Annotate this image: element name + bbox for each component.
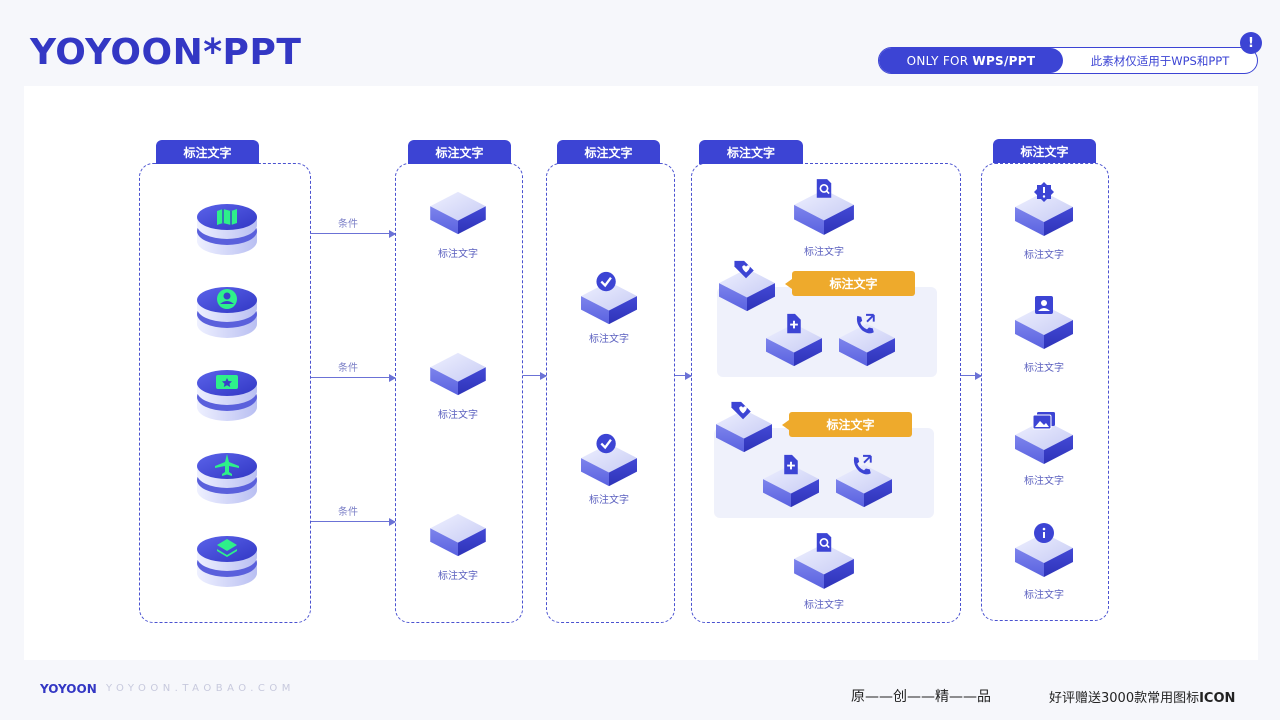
airplane-icon — [195, 452, 259, 508]
alert-icon: ! — [1240, 32, 1262, 54]
status-label: 标注文字 — [1024, 250, 1064, 261]
footer-brand: YOYOON — [40, 682, 97, 696]
column-5-box — [981, 163, 1109, 621]
column-4-tab: 标注文字 — [699, 140, 803, 164]
phone-call-icon — [839, 313, 895, 367]
page-title: YOYOON*PPT — [30, 32, 302, 73]
ticket-icon — [195, 369, 259, 425]
column-3-box — [546, 163, 675, 623]
column-2-tab: 标注文字 — [408, 140, 511, 164]
footer-gift: 好评赠送3000款常用图标ICON — [1049, 687, 1235, 706]
map-icon — [195, 203, 259, 259]
heart-tag-icon — [716, 401, 772, 453]
badge-platform-label: ONLY FOR WPS/PPT — [879, 48, 1063, 73]
cube-label: 标注文字 — [438, 249, 478, 260]
cube-icon — [428, 512, 488, 558]
badge-prefix: ONLY FOR — [906, 53, 969, 68]
check-icon — [581, 271, 637, 325]
column-3-tab: 标注文字 — [557, 140, 660, 164]
condition-arrow — [311, 373, 396, 382]
document-search-icon — [794, 533, 854, 589]
bottom-label: 标注文字 — [804, 600, 844, 611]
check-label: 标注文字 — [589, 495, 629, 506]
flow-arrow — [523, 371, 547, 380]
layers-icon — [195, 535, 259, 591]
heart-tag-icon — [719, 260, 775, 312]
condition-label: 条件 — [338, 219, 358, 230]
alert-badge-icon — [1015, 182, 1073, 236]
footer-slogan: 原——创——精——品 — [851, 689, 991, 705]
status-label: 标注文字 — [1024, 476, 1064, 487]
callout-label: 标注文字 — [782, 412, 912, 437]
add-document-icon — [766, 313, 822, 367]
flow-arrow — [961, 371, 982, 380]
user-pin-icon — [195, 286, 259, 342]
cube-icon — [428, 190, 488, 236]
info-icon — [1015, 523, 1073, 577]
badge-note: 此素材仅适用于WPS和PPT — [1090, 53, 1230, 68]
cube-icon — [428, 351, 488, 397]
condition-arrow — [311, 229, 396, 238]
condition-label: 条件 — [338, 363, 358, 374]
status-label: 标注文字 — [1024, 590, 1064, 601]
column-4-box — [691, 163, 961, 623]
contact-icon — [1015, 296, 1073, 349]
condition-arrow — [311, 517, 396, 526]
footer-gift-strong: ICON — [1199, 691, 1236, 706]
flow-arrow — [675, 371, 692, 380]
gallery-icon — [1015, 412, 1073, 464]
callout-label: 标注文字 — [785, 271, 915, 296]
badge-strong: WPS/PPT — [972, 53, 1036, 68]
platform-badge: ONLY FOR WPS/PPT 此素材仅适用于WPS和PPT ! — [878, 32, 1262, 74]
document-search-icon — [794, 179, 854, 235]
column-1-tab: 标注文字 — [156, 140, 259, 164]
status-label: 标注文字 — [1024, 363, 1064, 374]
cube-label: 标注文字 — [438, 410, 478, 421]
column-5-tab: 标注文字 — [993, 139, 1096, 163]
phone-call-icon — [836, 454, 892, 508]
check-icon — [581, 433, 637, 487]
add-document-icon — [763, 454, 819, 508]
cube-label: 标注文字 — [438, 571, 478, 582]
condition-label: 条件 — [338, 507, 358, 518]
footer-gift-text: 好评赠送3000款常用图标 — [1049, 691, 1200, 706]
check-label: 标注文字 — [589, 334, 629, 345]
footer-url: YOYOON.TAOBAO.COM — [106, 683, 295, 694]
top-label: 标注文字 — [804, 247, 844, 258]
